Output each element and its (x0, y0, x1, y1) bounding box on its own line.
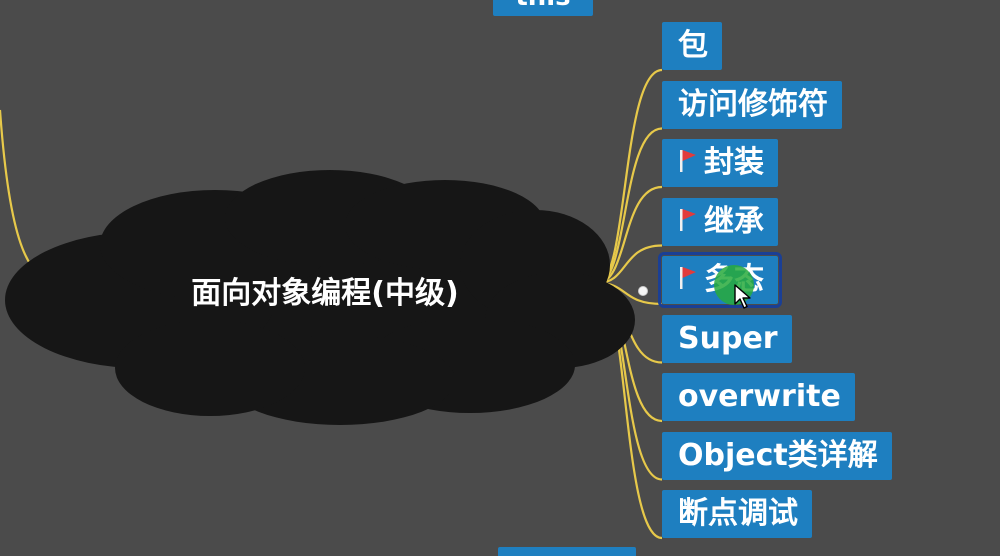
subtopic-label: 封装 (704, 145, 764, 180)
subtopic-label: 继承 (704, 203, 764, 239)
central-topic-label: 面向对象编程(中级) (191, 276, 459, 311)
subtopic-node-item-9[interactable]: 断点调试 (662, 490, 812, 538)
topic-node-partial-bottom[interactable] (498, 547, 636, 556)
subtopic-label: Object类详解 (678, 437, 878, 473)
red-flag-icon (680, 267, 696, 289)
collapse-toggle-icon[interactable] (638, 286, 648, 296)
red-flag-icon (680, 150, 696, 172)
subtopic-node-item-2[interactable]: 访问修饰符 (662, 80, 842, 129)
subtopic-node-item-1[interactable]: 包 (662, 22, 722, 70)
subtopic-label: 包 (678, 28, 708, 63)
subtopic-node-item-4[interactable]: 继承 (662, 197, 778, 246)
subtopic-label: 断点调试 (678, 496, 798, 531)
red-flag-icon (680, 208, 696, 231)
subtopic-node-item-3[interactable]: 封装 (662, 139, 778, 187)
subtopic-node-object[interactable]: Object类详解 (662, 431, 892, 480)
subtopic-label: Super (678, 320, 778, 356)
subtopic-label: 访问修饰符 (678, 86, 828, 122)
mouse-pointer-icon (734, 284, 751, 309)
subtopic-node-overwrite[interactable]: overwrite (662, 373, 855, 421)
topic-node-this-label: this (515, 0, 570, 12)
topic-node-this[interactable]: this (493, 0, 593, 16)
subtopic-label: overwrite (678, 379, 841, 414)
subtopic-node-super[interactable]: Super (662, 314, 792, 363)
